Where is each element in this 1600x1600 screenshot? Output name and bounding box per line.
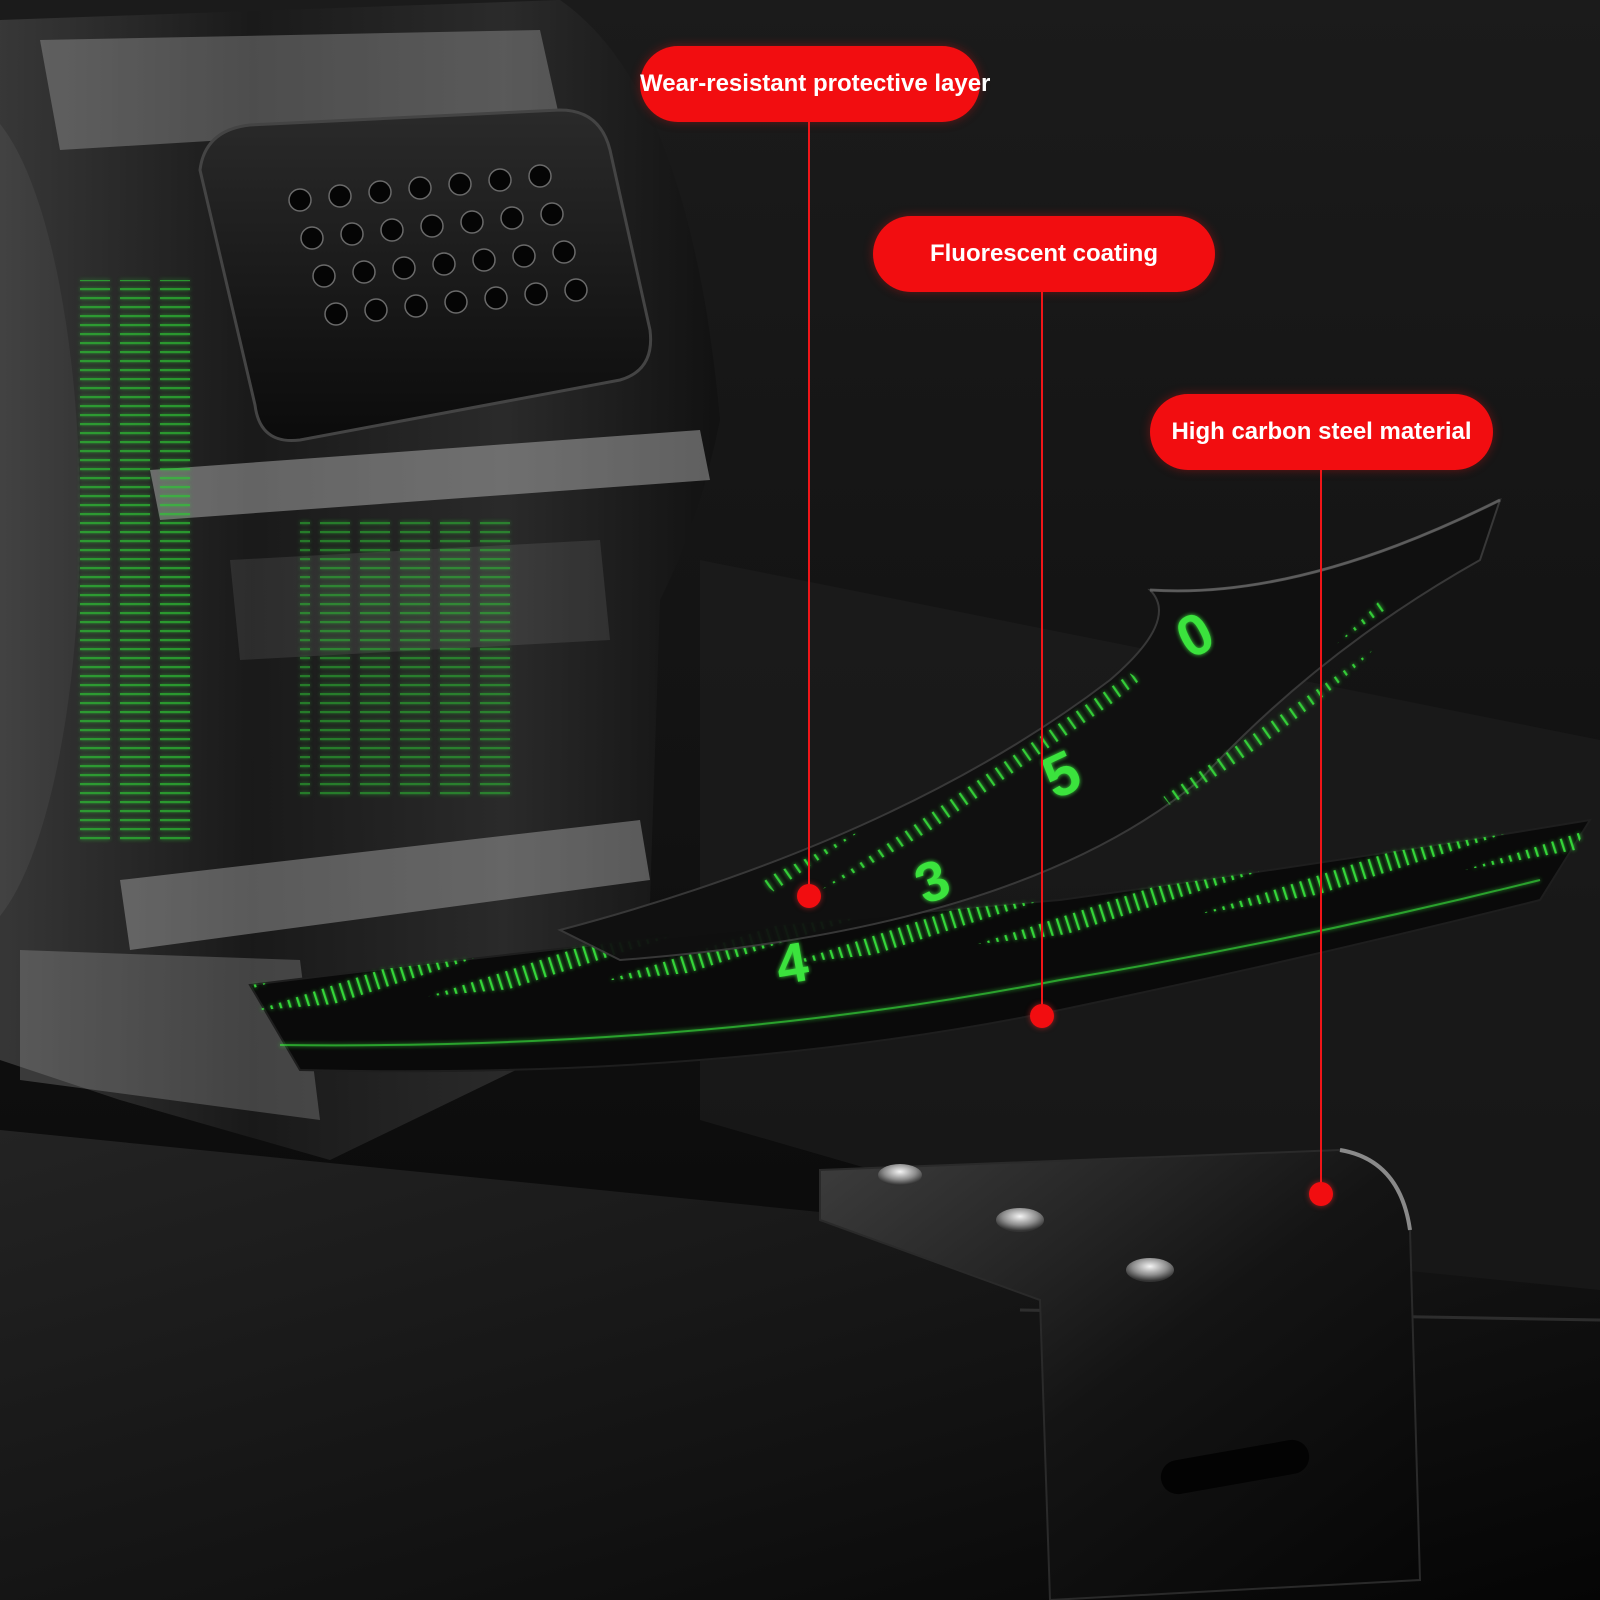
grip-dot bbox=[432, 252, 456, 276]
callout-high-carbon-steel-material: High carbon steel material bbox=[1150, 394, 1493, 470]
grip-dot bbox=[380, 218, 404, 242]
grip-dot bbox=[352, 260, 376, 284]
grip-dot bbox=[420, 214, 444, 238]
grip-dot bbox=[500, 206, 524, 230]
grip-dot bbox=[540, 202, 564, 226]
grip-dot bbox=[488, 168, 512, 192]
callout-dot-protective-layer bbox=[797, 884, 821, 908]
callout-fluorescent-coating: Fluorescent coating bbox=[873, 216, 1215, 292]
grip-dot bbox=[408, 176, 432, 200]
grip-dot bbox=[448, 172, 472, 196]
grip-dot bbox=[552, 240, 576, 264]
grip-dot bbox=[288, 188, 312, 212]
grip-dot bbox=[340, 222, 364, 246]
grip-dot bbox=[460, 210, 484, 234]
grip-dot bbox=[512, 244, 536, 268]
callout-dot-fluorescent-coating bbox=[1030, 1004, 1054, 1028]
grip-dot bbox=[312, 264, 336, 288]
callout-leader-line-protective-layer bbox=[808, 122, 810, 896]
grip-dot bbox=[364, 298, 388, 322]
grip-dot bbox=[328, 184, 352, 208]
grip-dot bbox=[324, 302, 348, 326]
callout-dot-high-carbon-steel bbox=[1309, 1182, 1333, 1206]
grip-dot bbox=[392, 256, 416, 280]
grip-dot bbox=[524, 282, 548, 306]
grip-dot bbox=[484, 286, 508, 310]
callout-wear-resistant-protective-layer: Wear-resistant protective layer bbox=[640, 46, 990, 122]
callout-leader-line-high-carbon-steel bbox=[1320, 470, 1322, 1194]
callout-leader-line-fluorescent-coating bbox=[1041, 292, 1043, 1016]
grip-dot bbox=[444, 290, 468, 314]
grip-dot bbox=[472, 248, 496, 272]
grip-dot bbox=[300, 226, 324, 250]
grip-dot bbox=[404, 294, 428, 318]
grip-dot bbox=[528, 164, 552, 188]
grip-dot bbox=[564, 278, 588, 302]
grip-dot bbox=[368, 180, 392, 204]
